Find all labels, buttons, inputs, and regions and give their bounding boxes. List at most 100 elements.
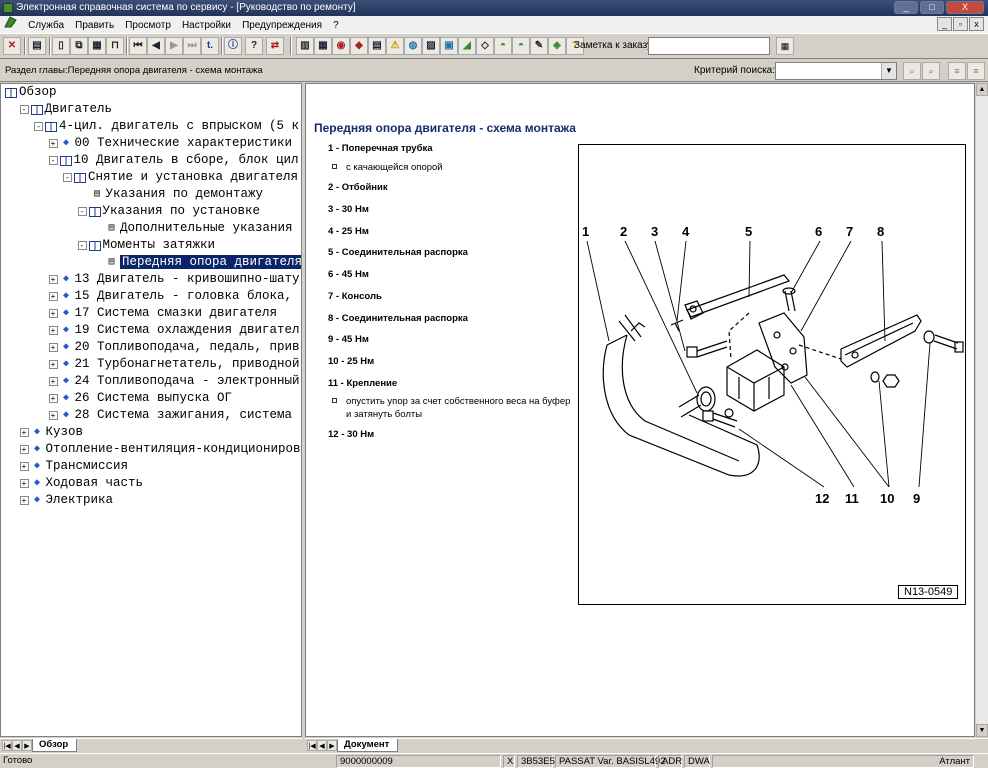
expand-icon[interactable]: + [48,394,58,403]
order-note-input[interactable] [648,37,770,55]
tab-overview[interactable]: Обзор [32,739,78,752]
search-next-icon[interactable]: ≡ [967,62,985,80]
tree-item[interactable]: -▭Моменты затяжки [77,237,215,254]
search-prev-icon[interactable]: ≡ [948,62,966,80]
exit-icon[interactable]: ✕ [3,37,21,55]
expand-icon[interactable]: + [48,139,58,148]
mdi-restore-button[interactable]: ▫ [953,17,968,31]
tree-item[interactable]: +◆Трансмиссия [19,458,128,475]
tree-item[interactable]: +◆13 Двигатель - кривошипно-шату [48,271,300,288]
scroll-up-icon[interactable]: ▲ [976,83,988,96]
expand-icon[interactable]: + [48,343,58,352]
expand-icon[interactable]: + [48,309,58,318]
assembly-diagram[interactable]: 1 2 3 4 5 6 7 8 12 11 10 9 N13-0549 [578,144,966,605]
tool-8-icon[interactable]: ◢ [458,37,476,55]
close-button[interactable]: X [946,1,984,14]
tab-prev-icon[interactable]: ◀ [12,740,22,751]
tree-item[interactable]: +◆24 Топливоподача - электронный [48,373,300,390]
expand-icon[interactable]: + [48,326,58,335]
tool-10-icon[interactable]: ◓ [494,37,512,55]
expand-icon[interactable]: + [19,445,29,454]
copy-icon[interactable]: ⧉ [70,37,88,55]
tree-item[interactable]: +◆26 Система выпуска ОГ [48,390,232,407]
tree-item[interactable]: +◆Отопление-вентиляция-кондиционирова [19,441,301,458]
scroll-down-icon[interactable]: ▼ [976,724,988,737]
tree-item[interactable]: -▭10 Двигатель в сборе, блок цил [48,152,299,169]
expand-icon[interactable]: + [19,428,29,437]
prev-page-icon[interactable]: ◀ [147,37,165,55]
tree-item[interactable]: -▭Двигатель [19,101,112,118]
tool-5-icon[interactable]: ▤ [368,37,386,55]
tree-item[interactable]: -▭4-цил. двигатель с впрыском (5 к [34,118,299,135]
expand-icon[interactable]: + [48,377,58,386]
maximize-button[interactable]: □ [920,1,944,14]
menu-edit[interactable]: Править [75,20,115,31]
tree-item[interactable]: +◆28 Система зажигания, система [48,407,292,424]
tree-item[interactable]: +◆00 Технические характеристики [48,135,292,152]
expand-icon[interactable]: + [48,360,58,369]
tree-item[interactable]: -▭Снятие и установка двигателя [63,169,298,186]
menu-help[interactable]: ? [333,20,339,31]
collapse-icon[interactable]: - [77,207,87,216]
collapse-icon[interactable]: - [63,173,72,182]
next-page-icon[interactable]: ▶ [165,37,183,55]
tool-6-icon[interactable]: ▨ [422,37,440,55]
collapse-icon[interactable]: - [19,105,29,114]
document-scrollbar[interactable]: ▲ ▼ [975,83,988,737]
tree-item[interactable]: +◆Кузов [19,424,83,441]
expand-icon[interactable]: + [48,292,58,301]
expand-icon[interactable]: + [19,496,29,505]
tool-13-icon[interactable]: ◈ [548,37,566,55]
tab-prev-icon[interactable]: ◀ [317,740,327,751]
tree-item[interactable]: +◆20 Топливоподача, педаль, прив [48,339,300,356]
search-filter-icon[interactable]: ⌕ [922,62,940,80]
globe-icon[interactable]: ◍ [404,37,422,55]
new-document-icon[interactable]: ▯ [52,37,70,55]
tool-14-icon[interactable]: ? [566,37,584,55]
tree-item[interactable]: +◆21 Турбонагнетатель, приводной [48,356,300,373]
tool-3-icon[interactable]: ◉ [332,37,350,55]
order-note-button[interactable]: ▦ [776,37,794,55]
tab-next-icon[interactable]: ▶ [22,740,32,751]
expand-icon[interactable]: + [19,462,29,471]
report-icon[interactable]: ▦ [88,37,106,55]
minimize-button[interactable]: _ [894,1,918,14]
tool-4-icon[interactable]: ◆ [350,37,368,55]
tree-item[interactable]: ▭Обзор [5,84,57,101]
tab-document[interactable]: Документ [337,739,399,752]
tree-item[interactable]: +◆Электрика [19,492,113,509]
tab-first-icon[interactable]: |◀ [2,740,12,751]
menu-view[interactable]: Просмотр [125,20,171,31]
tree-item[interactable]: +◆17 Система смазки двигателя [48,305,277,322]
tool-1-icon[interactable]: ▥ [296,37,314,55]
back-icon[interactable]: t. [201,37,219,55]
hint-icon[interactable]: ? [245,37,263,55]
menu-service[interactable]: Служба [28,20,65,31]
mdi-close-button[interactable]: x [969,17,984,31]
search-criteria-select[interactable]: ▼ [775,62,897,80]
warning-icon[interactable]: ⚠ [386,37,404,55]
vehicle-icon[interactable]: ⊓ [106,37,124,55]
tree-item[interactable]: +◆19 Система охлаждения двигател [48,322,300,339]
print-icon[interactable]: ▤ [28,37,46,55]
info-icon[interactable]: ⓘ [224,37,242,55]
last-page-icon[interactable]: ⏭ [183,37,201,55]
tree-item[interactable]: +◆15 Двигатель - головка блока, г [48,288,301,305]
tree-item[interactable]: +◆Ходовая часть [19,475,143,492]
collapse-icon[interactable]: - [48,156,58,165]
menu-settings[interactable]: Настройки [181,20,231,31]
tree-item[interactable]: -▭Указания по установке [77,203,260,220]
expand-icon[interactable]: + [48,275,58,284]
menu-warnings[interactable]: Предупреждения [242,20,323,31]
expand-icon[interactable]: + [48,411,58,420]
tool-2-icon[interactable]: ▦ [314,37,332,55]
first-page-icon[interactable]: ⏮ [129,37,147,55]
tree-item[interactable]: ▤Указания по демонтажу [78,186,263,203]
collapse-icon[interactable]: - [34,122,43,131]
expand-icon[interactable]: + [19,479,29,488]
tool-9-icon[interactable]: ◇ [476,37,494,55]
mdi-minimize-button[interactable]: _ [937,17,952,31]
tab-next-icon[interactable]: ▶ [327,740,337,751]
search-icon[interactable]: ⌕ [903,62,921,80]
tool-7-icon[interactable]: ▣ [440,37,458,55]
